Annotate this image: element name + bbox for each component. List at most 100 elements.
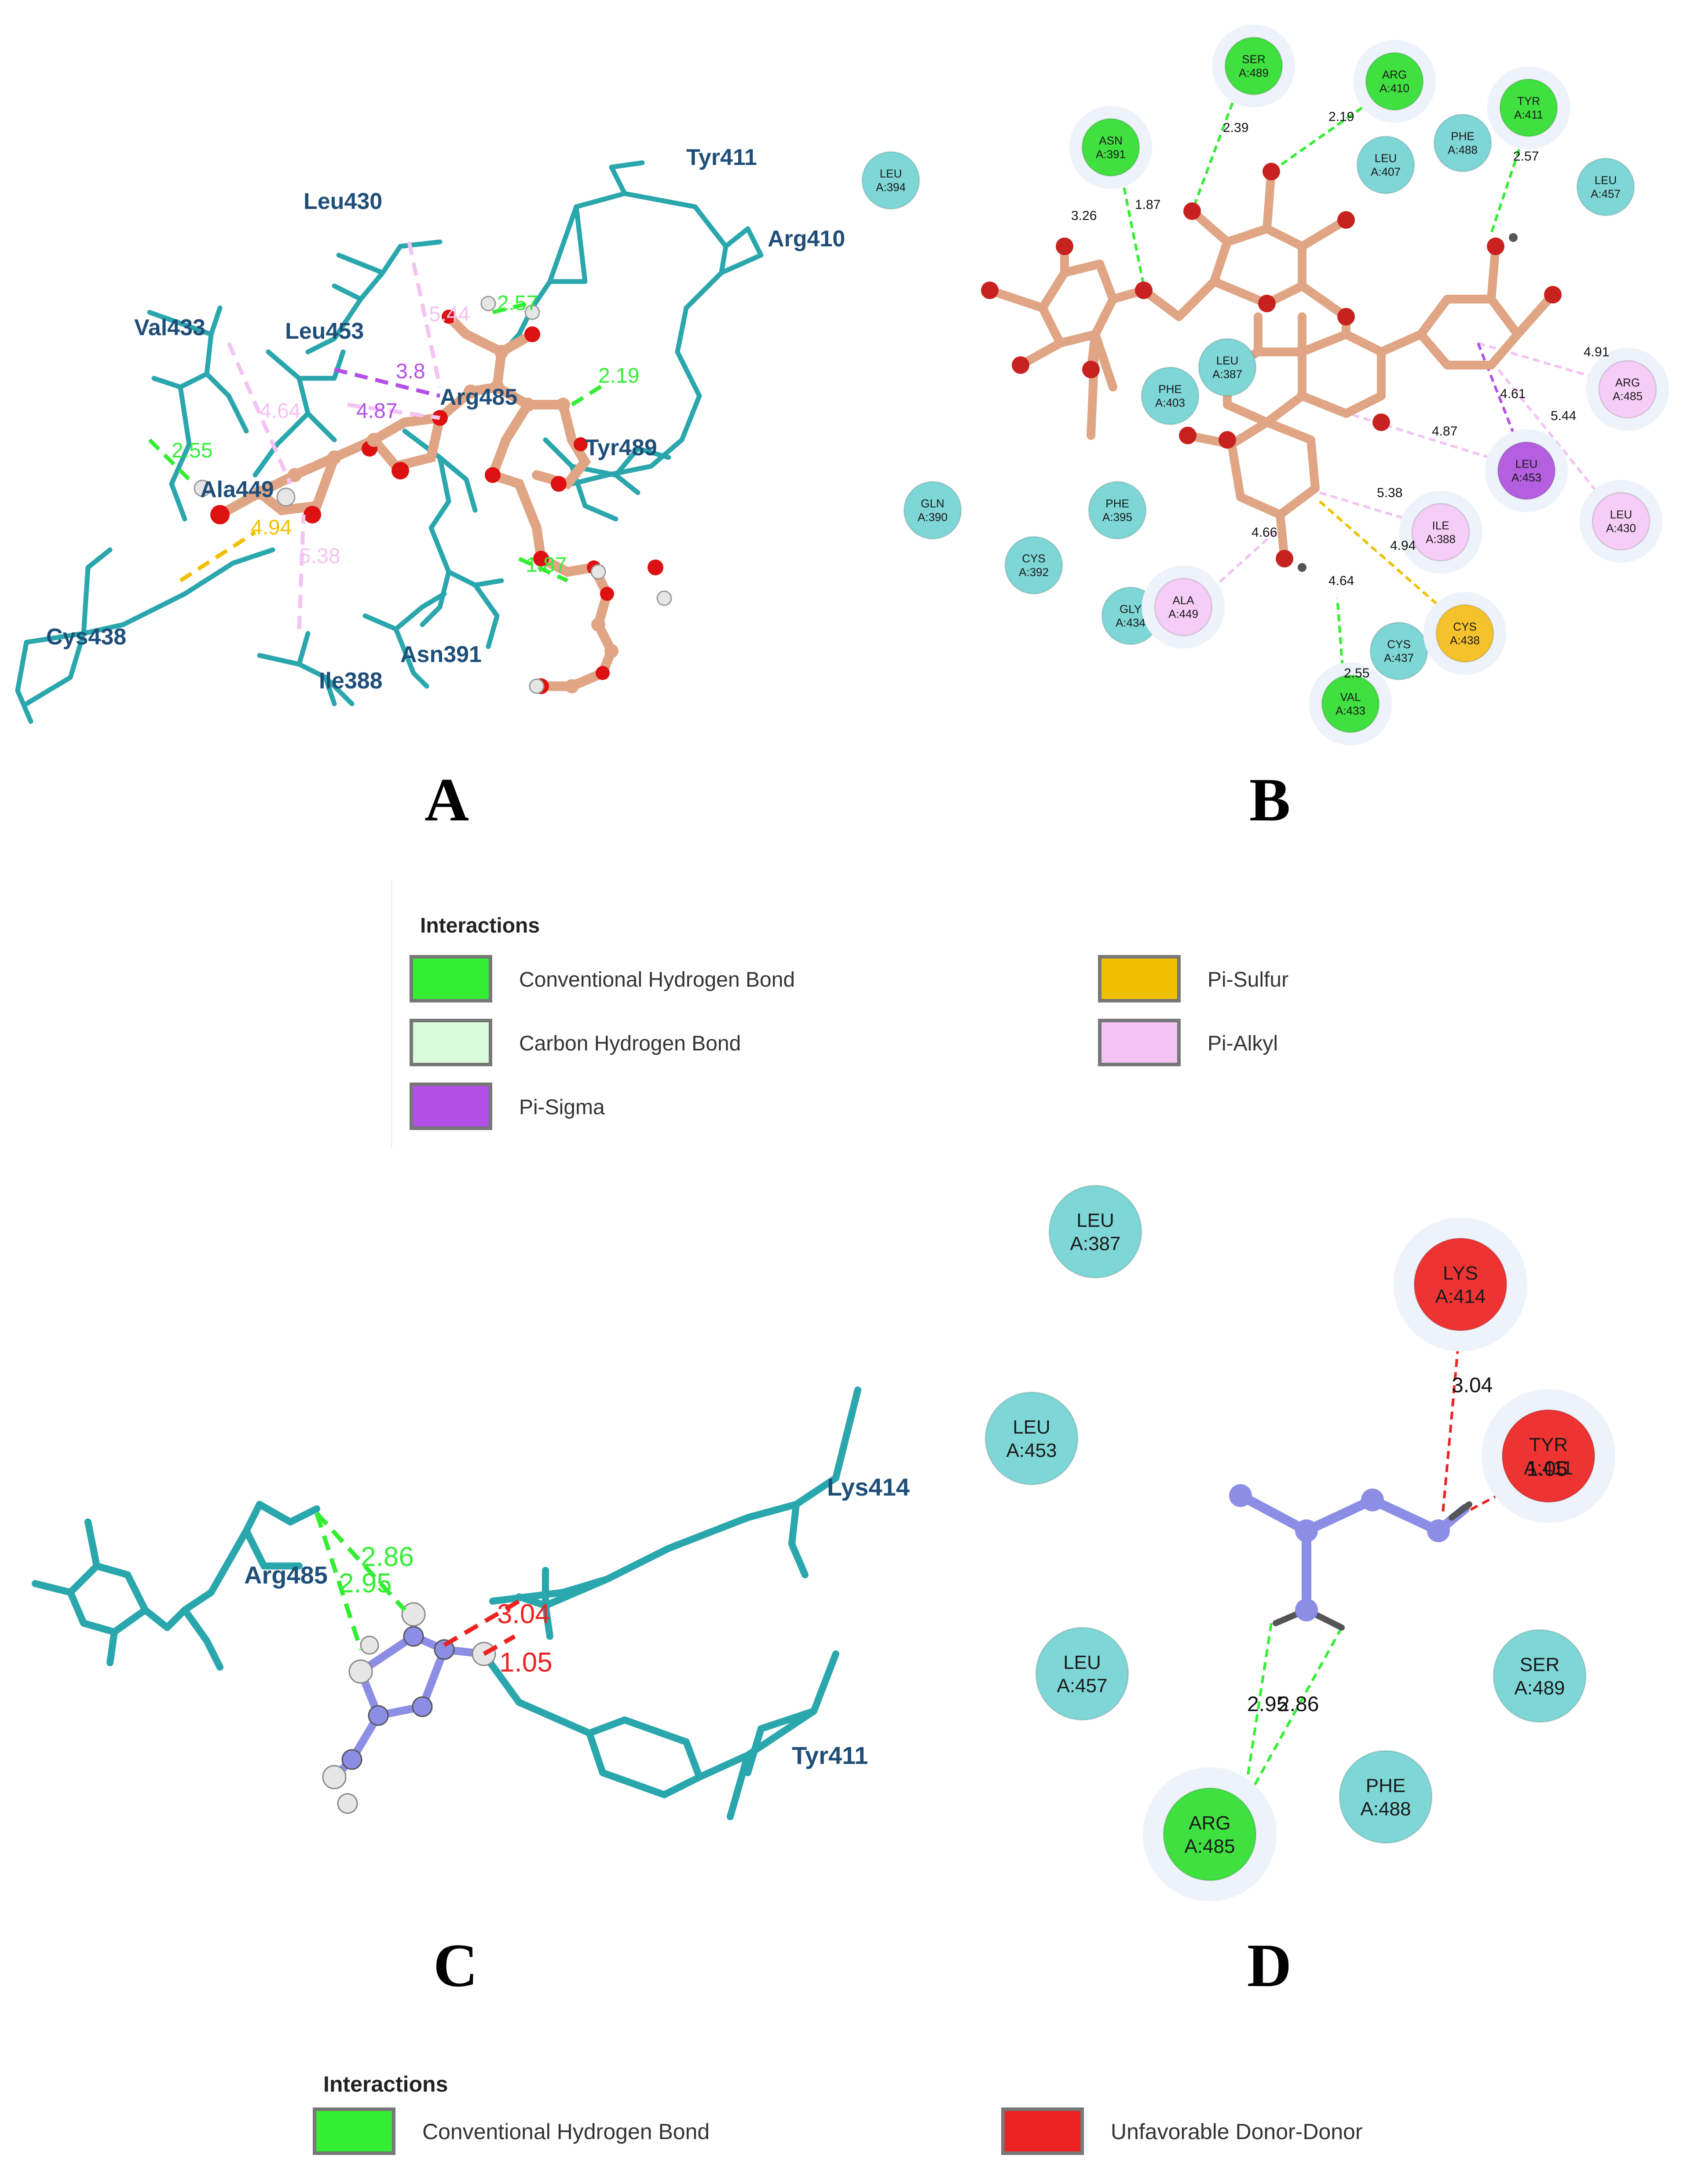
residue-node-id: A:449 bbox=[1168, 607, 1198, 621]
residue-node-id: A:395 bbox=[1102, 511, 1132, 524]
residue-node-circle bbox=[1501, 1409, 1596, 1503]
panel-letter-d: D bbox=[1247, 1932, 1292, 2000]
residue-node-name: LEU bbox=[1610, 508, 1632, 521]
residue-node-id: A:489 bbox=[1515, 1677, 1565, 1699]
residue-node-id: A:392 bbox=[1019, 566, 1049, 579]
legend-label: Unfavorable Donor-Donor bbox=[1111, 2119, 1363, 2144]
legend-swatch bbox=[410, 955, 492, 1002]
residue-node-name: CYS bbox=[1022, 552, 1045, 565]
residue-label: Val433 bbox=[134, 315, 205, 340]
distance-label: 2.57 bbox=[1513, 149, 1539, 164]
distance-label: 3.04 bbox=[497, 1599, 550, 1629]
residue-node-name: PHE bbox=[1451, 130, 1474, 143]
legend-label: Carbon Hydrogen Bond bbox=[519, 1032, 741, 1055]
panel-c-distance-labels: 2.86 2.95 3.04 1.05 bbox=[339, 1542, 553, 1678]
legend-swatch bbox=[410, 1019, 492, 1066]
legend-label: Conventional Hydrogen Bond bbox=[519, 968, 795, 991]
residue-node-name: TYR bbox=[1529, 1434, 1568, 1456]
residue-node-id: A:437 bbox=[1384, 651, 1414, 665]
residue-node-name: ALA bbox=[1172, 594, 1194, 607]
legend-2: Interactions Conventional Hydrogen Bond U… bbox=[313, 2072, 1363, 2155]
residue-node-name: LEU bbox=[1595, 174, 1617, 187]
residue-node-circle bbox=[1163, 1787, 1257, 1881]
residue-node-id: A:411 bbox=[1514, 108, 1543, 121]
distance-label: 4.91 bbox=[1584, 345, 1609, 359]
residue-node-circle bbox=[1598, 360, 1657, 419]
residue-node-circle bbox=[1154, 578, 1213, 637]
residue-node-circle bbox=[903, 481, 962, 540]
distance-label: 3.26 bbox=[1071, 209, 1097, 223]
legend-swatch bbox=[1001, 2107, 1084, 2155]
residue-node-name: LEU bbox=[1375, 152, 1397, 165]
legend-title: Interactions bbox=[323, 2072, 448, 2096]
residue-node-circle bbox=[1411, 503, 1470, 562]
residue-node-name: ARG bbox=[1189, 1812, 1230, 1834]
residue-node-name: LEU bbox=[1515, 457, 1538, 471]
residue-label: Tyr489 bbox=[585, 435, 657, 461]
residue-label: Ile388 bbox=[319, 668, 383, 694]
residue-node-name: LEU bbox=[1076, 1210, 1114, 1231]
distance-label: 1.05 bbox=[1526, 1457, 1567, 1481]
residue-node-name: VAL bbox=[1340, 691, 1361, 704]
residue-node-id: A:457 bbox=[1057, 1675, 1108, 1697]
panel-a-distance-labels: 2.57 2.19 2.55 1.87 5.44 3.8 4.64 4.87 4… bbox=[172, 292, 639, 577]
residue-node-circle bbox=[1224, 37, 1283, 95]
residue-node-circle bbox=[1339, 1750, 1433, 1844]
distance-label: 2.19 bbox=[598, 364, 639, 388]
legend-item: Carbon Hydrogen Bond bbox=[410, 1019, 741, 1066]
distance-label: 2.39 bbox=[1223, 121, 1248, 135]
panel-a-protein-sticks bbox=[15, 160, 764, 724]
residue-node-circle bbox=[1081, 118, 1140, 177]
panel-c-protein-sticks bbox=[32, 1386, 861, 1820]
residue-node-id: A:407 bbox=[1371, 165, 1401, 179]
residue-node-circle bbox=[1321, 674, 1380, 733]
residue-node-id: A:485 bbox=[1613, 390, 1643, 403]
distance-label: 4.87 bbox=[356, 399, 397, 423]
legend-swatch bbox=[1098, 955, 1181, 1002]
distance-label: 5.38 bbox=[299, 545, 340, 568]
residue-node-circle bbox=[1497, 441, 1556, 500]
residue-node-id: A:391 bbox=[1096, 148, 1126, 161]
residue-node-id: A:438 bbox=[1450, 634, 1480, 647]
residue-node-id: A:453 bbox=[1511, 471, 1541, 484]
residue-node-id: A:387 bbox=[1070, 1233, 1121, 1255]
residue-label: Leu453 bbox=[285, 318, 364, 344]
panel-letter-a: A bbox=[424, 766, 469, 834]
residue-node-name: LYS bbox=[1443, 1262, 1478, 1284]
legend-swatch bbox=[313, 2107, 395, 2155]
residue-node-circle bbox=[1592, 492, 1650, 551]
residue-label: Cys438 bbox=[46, 624, 126, 650]
residue-node-id: A:453 bbox=[1006, 1440, 1057, 1461]
legend-title: Interactions bbox=[420, 914, 540, 937]
residue-node-circle bbox=[1435, 604, 1494, 663]
residue-node-circle bbox=[1499, 78, 1558, 137]
residue-node-name: CYS bbox=[1453, 620, 1476, 633]
distance-label: 4.94 bbox=[1390, 538, 1416, 553]
legend-label: Pi-Sigma bbox=[519, 1096, 605, 1119]
distance-label: 3.8 bbox=[396, 360, 425, 383]
distance-label: 2.55 bbox=[172, 439, 212, 462]
residue-node-name: ILE bbox=[1432, 519, 1449, 532]
residue-node-id: A:485 bbox=[1185, 1836, 1235, 1857]
distance-label: 1.05 bbox=[499, 1647, 553, 1678]
distance-label: 2.95 bbox=[339, 1568, 392, 1599]
panel-c-interactions bbox=[315, 1511, 520, 1656]
distance-label: 4.66 bbox=[1252, 525, 1277, 540]
legend-1: Interactions Conventional Hydrogen BondC… bbox=[391, 880, 1288, 1148]
distance-label: 4.87 bbox=[1432, 424, 1457, 439]
residue-node-name: LEU bbox=[1063, 1652, 1101, 1673]
residue-node-name: TYR bbox=[1517, 95, 1540, 108]
legend-item: Conventional Hydrogen Bond bbox=[313, 2107, 710, 2155]
residue-node-circle bbox=[1004, 536, 1063, 595]
